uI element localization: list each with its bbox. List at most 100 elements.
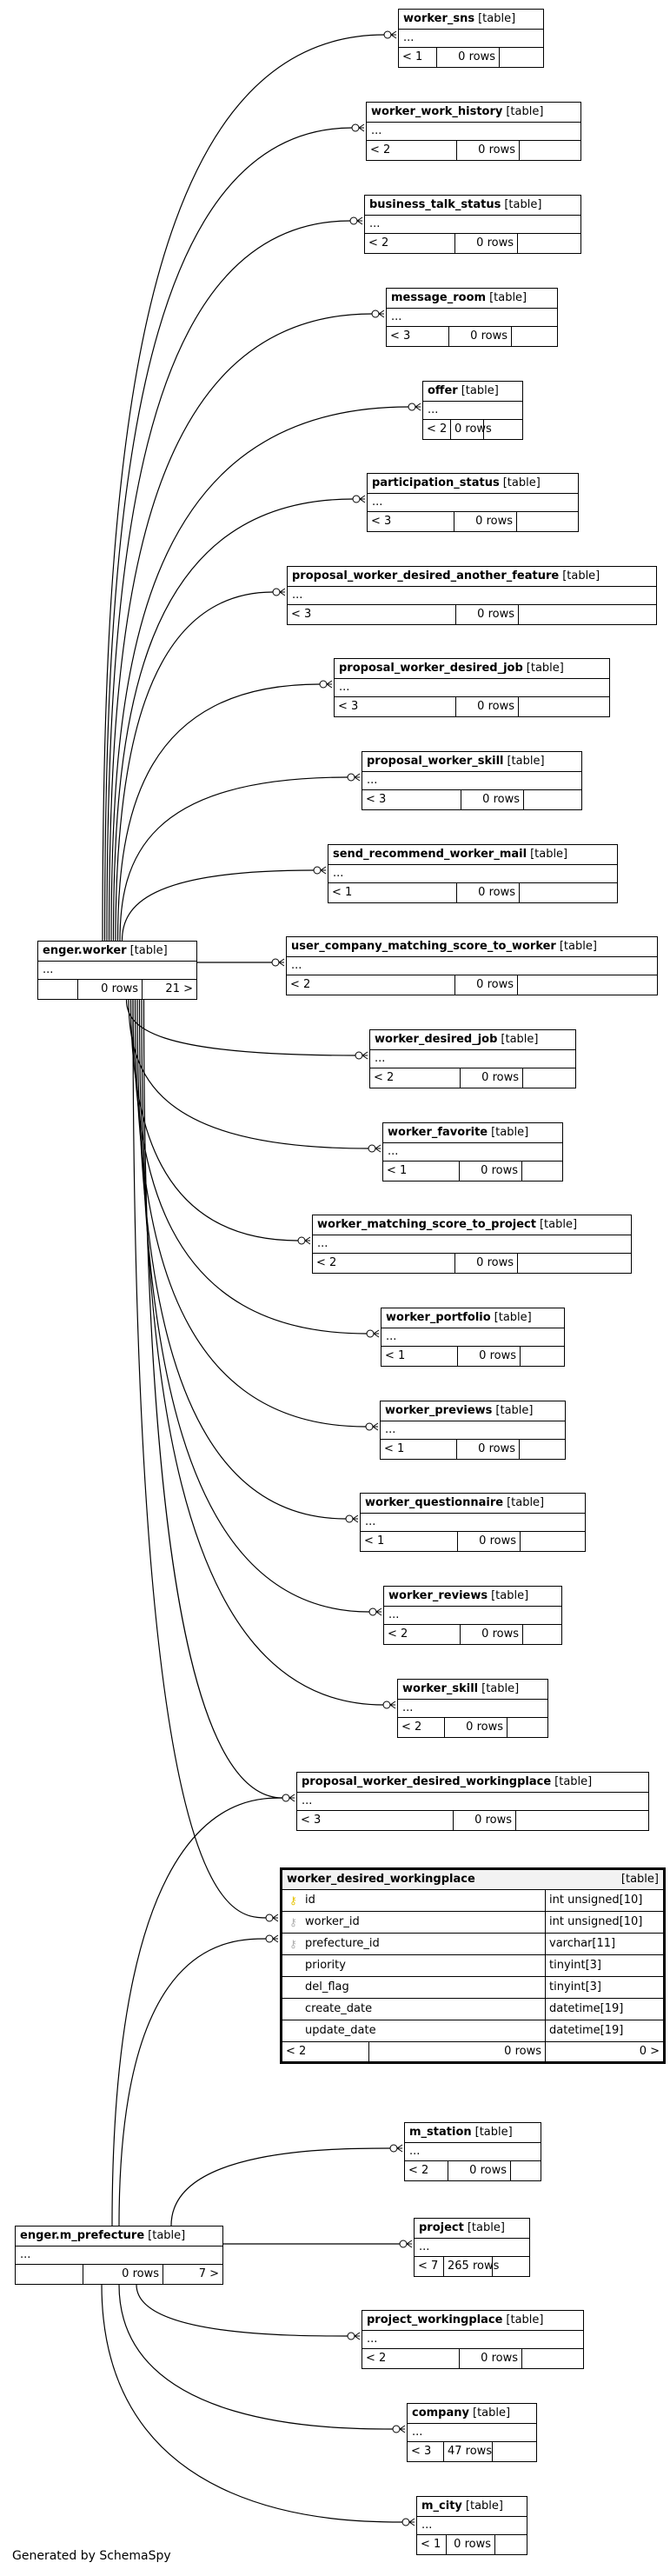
row-count: 0 rows (456, 697, 519, 716)
column-type: int unsigned[10] (549, 1894, 643, 1907)
table-enger-m-prefecture[interactable]: enger.m_prefecture[table] ... 0 rows 7 > (15, 2226, 223, 2285)
table-name: worker_questionnaire (365, 1496, 504, 1509)
table-user-company-matching-score-to-worker[interactable]: user_company_matching_score_to_worker[ta… (286, 936, 658, 995)
table-type: [table] (559, 940, 597, 953)
table-type: [table] (491, 1589, 529, 1602)
table-type: [table] (507, 755, 545, 768)
crowfoot-marker (355, 1051, 368, 1060)
column-type: datetime[19] (549, 2002, 624, 2015)
table-name: participation_status (372, 476, 500, 489)
table-header: project[table] (415, 2219, 529, 2239)
collapsed-columns: ... (415, 2239, 529, 2257)
collapsed-columns: ... (361, 1514, 585, 1532)
crowfoot-marker (352, 495, 366, 503)
row-count: 0 rows (461, 790, 524, 809)
table-header: m_city[table] (417, 2497, 527, 2517)
table-header: offer[table] (423, 382, 522, 402)
table-name: enger.m_prefecture (20, 2229, 145, 2242)
parents-cell: 0 > (639, 2045, 660, 2058)
table-header: proposal_worker_desired_workingplace[tab… (297, 1773, 648, 1793)
parents-cell (523, 1068, 575, 1088)
table-footer: 0 rows 21 > (38, 980, 196, 999)
collapsed-columns: ... (362, 2331, 583, 2349)
foreign-key-icon: ⚷ (289, 1916, 297, 1928)
table-header: user_company_matching_score_to_worker[ta… (287, 937, 657, 957)
parents-cell (484, 420, 522, 439)
table-header: project_workingplace[table] (362, 2311, 583, 2331)
collapsed-columns: ... (381, 1421, 565, 1440)
row-count: 0 rows (369, 2042, 546, 2061)
row-count: 0 rows (451, 420, 492, 439)
edge-worker-to-proposal-worker-desired-workingplace (143, 999, 283, 1799)
collapsed-columns: ... (365, 216, 580, 234)
edge-worker-to-proposal-worker-desired-job (116, 683, 321, 942)
crowfoot-marker (399, 2240, 413, 2248)
edge-worker-to-worker-portfolio (132, 999, 368, 1335)
collapsed-columns: ... (335, 679, 609, 697)
collapsed-columns: ... (384, 1607, 561, 1625)
column-name: priority (305, 1959, 346, 1972)
children-cell (38, 980, 78, 999)
edge-worker-to-proposal-worker-desired-another-feature (115, 591, 274, 942)
crowfoot-marker (347, 773, 361, 782)
table-type: [table] (467, 2221, 505, 2234)
parents-cell (511, 2161, 541, 2180)
children-cell: < 2 (365, 234, 455, 253)
table-worker-matching-score-to-project[interactable]: worker_matching_score_to_project[table].… (312, 1215, 632, 1274)
table-enger-worker[interactable]: enger.worker[table] ... 0 rows 21 > (37, 941, 197, 1000)
table-proposal-worker-desired-workingplace[interactable]: proposal_worker_desired_workingplace[tab… (296, 1772, 649, 1831)
column-name: id (305, 1894, 315, 1907)
table-name: worker_portfolio (386, 1311, 491, 1324)
table-type: [table] (562, 569, 600, 582)
row-count: 0 rows (445, 1718, 507, 1737)
crowfoot-marker (365, 1422, 379, 1431)
crowfoot-marker (401, 2518, 415, 2526)
edge-worker-to-send-recommend-worker-mail (121, 869, 315, 942)
children-cell: < 1 (361, 1532, 458, 1551)
edge-worker-to-worker-matching-score-to-project (129, 999, 299, 1241)
table-type: [table] (489, 291, 527, 304)
collapsed-columns: ... (408, 2424, 536, 2442)
collapsed-columns: ... (362, 772, 581, 790)
crowfoot-marker (265, 1934, 279, 1943)
row-count: 0 rows (457, 141, 520, 160)
parents-cell (520, 883, 617, 902)
crowfoot-marker (297, 1236, 311, 1245)
collapsed-columns: ... (313, 1235, 631, 1254)
table-name: message_room (391, 291, 487, 304)
crowfoot-marker (282, 1794, 295, 1802)
table-proposal-worker-desired-another-feature[interactable]: proposal_worker_desired_another_feature[… (287, 566, 657, 625)
collapsed-columns: ... (297, 1793, 648, 1811)
table-proposal-worker-desired-job[interactable]: proposal_worker_desired_job[table]...< 3… (334, 658, 610, 717)
column-type: varchar[11] (549, 1937, 616, 1950)
column-type: datetime[19] (549, 2024, 624, 2037)
